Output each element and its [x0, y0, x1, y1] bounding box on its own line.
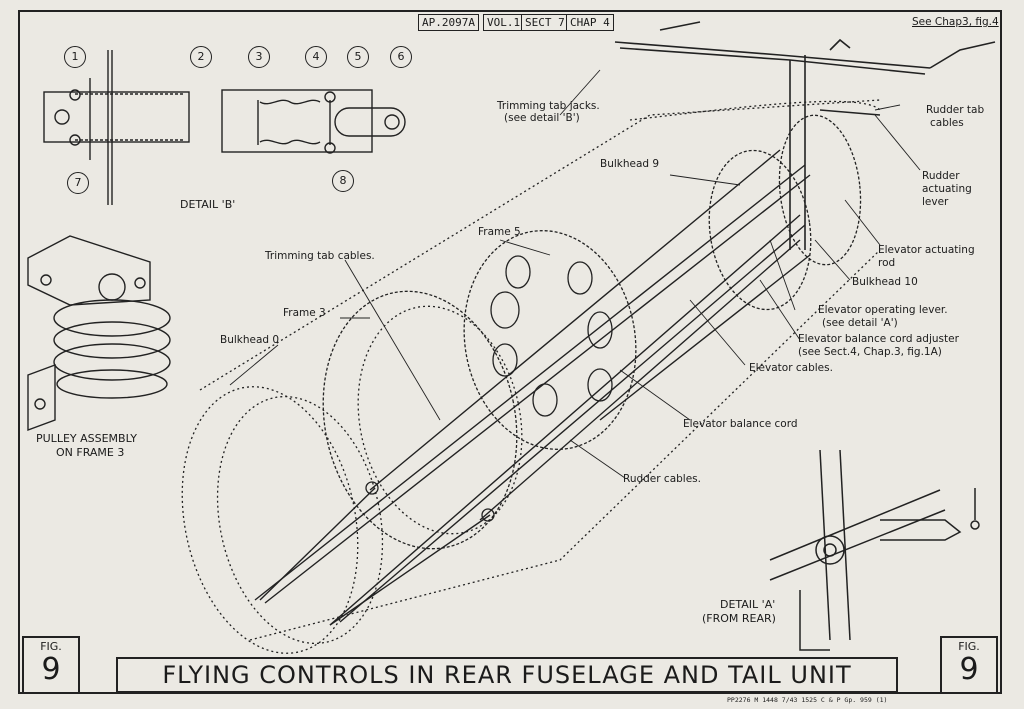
- label-elevator-operating-lever: Elevator operating lever.: [818, 304, 948, 316]
- label-rudder-cables: Rudder cables.: [623, 473, 701, 485]
- bulkhead-0: [181, 386, 359, 654]
- label-elevator-rod-rod: rod: [878, 257, 896, 269]
- detail-b-callout-6: 6: [390, 46, 412, 68]
- frame-5-lightening-holes: [490, 255, 613, 417]
- label-rudder-lever-lever: lever: [922, 196, 949, 208]
- detail-b-callout-2: 2: [190, 46, 212, 68]
- fig-number-right: 9: [959, 652, 979, 687]
- sheet-border: [18, 10, 1002, 694]
- fuselage-outline: [199, 99, 881, 641]
- label-frame-5: Frame 5: [478, 226, 521, 238]
- label-elevator-balance-adjuster: Elevator balance cord adjuster: [798, 333, 959, 345]
- label-trim-jacks-detail: (see detail 'B'): [504, 112, 580, 124]
- bulkhead-9: [708, 149, 812, 311]
- detail-a-caption-line2: (FROM REAR): [702, 612, 776, 625]
- label-rudder-tab: Rudder tab: [926, 104, 985, 116]
- label-elevator-cables: Elevator cables.: [749, 362, 833, 374]
- detail-a-caption-line1: DETAIL 'A': [720, 598, 776, 611]
- ref-ap-number: AP.2097A: [418, 14, 479, 31]
- detail-b-callout-5: 5: [347, 46, 369, 68]
- fig-label-right: FIG.: [958, 640, 980, 653]
- fig-number-left: 9: [41, 652, 61, 687]
- detail-b-callout-1: 1: [64, 46, 86, 68]
- pulley-assembly-drawing: [27, 235, 171, 432]
- see-chapter-ref: See Chap3, fig.4: [912, 16, 999, 28]
- bulkhead-10: [778, 114, 862, 266]
- fig-number-box-left: FIG. 9: [22, 636, 80, 694]
- label-rudder-lever-actuating: actuating: [922, 183, 972, 195]
- label-bulkhead-10: Bulkhead 10: [852, 276, 918, 288]
- fig-label-left: FIG.: [40, 640, 62, 653]
- pulley-caption-line1: PULLEY ASSEMBLY: [36, 432, 137, 445]
- label-trim-jacks: Trimming tab jacks.: [497, 100, 600, 112]
- label-rudder-tab-cables: cables: [930, 117, 964, 129]
- label-bulkhead-0: Bulkhead 0: [220, 334, 280, 346]
- control-cables: [254, 149, 811, 626]
- tail-levers: [614, 21, 996, 250]
- fig-number-box-right: FIG. 9: [940, 636, 998, 694]
- label-trimming-tab-cables: Trimming tab cables.: [265, 250, 375, 262]
- detail-b-callout-4: 4: [305, 46, 327, 68]
- label-elevator-rod: Elevator actuating: [878, 244, 975, 256]
- detail-b-callout-8: 8: [332, 170, 354, 192]
- label-bulkhead-9: Bulkhead 9: [600, 158, 660, 170]
- ref-chapter: CHAP 4: [566, 14, 614, 31]
- label-rudder-lever: Rudder: [922, 170, 960, 182]
- leader-lines: [229, 69, 921, 479]
- label-elevator-balance-cord: Elevator balance cord: [683, 418, 798, 430]
- frame-3: [322, 290, 518, 550]
- ref-section: SECT 7: [521, 14, 569, 31]
- label-frame-3: Frame 3: [283, 307, 326, 319]
- detail-b-callout-7: 7: [67, 172, 89, 194]
- detail-a-drawing: [769, 449, 980, 651]
- ref-volume: VOL.1: [483, 14, 525, 31]
- print-code: PP2276 M 1448 7/43 1525 C & P Gp. 959 (1…: [727, 696, 888, 704]
- detail-b-caption: DETAIL 'B': [180, 198, 236, 211]
- label-elevator-operating-lever-detail: (see detail 'A'): [822, 317, 898, 329]
- label-elevator-balance-adjuster-ref: (see Sect.4, Chap.3, fig.1A): [798, 346, 942, 358]
- figure-title: FLYING CONTROLS IN REAR FUSELAGE AND TAI…: [116, 657, 898, 693]
- detail-b-callout-3: 3: [248, 46, 270, 68]
- pulley-caption-line2: ON FRAME 3: [56, 446, 125, 459]
- frame-5: [463, 230, 637, 450]
- detail-b-drawing: [43, 50, 406, 205]
- bulkhead-0-inner: [216, 395, 384, 645]
